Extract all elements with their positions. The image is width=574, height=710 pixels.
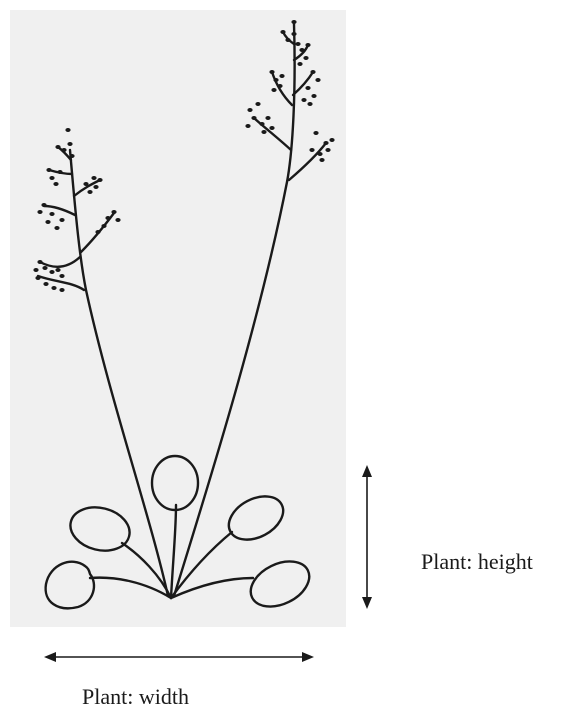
plant-width-label: Plant: width [82,684,189,710]
height-arrow [362,465,372,609]
width-arrow [44,652,314,662]
paper-background [10,10,346,627]
plant-height-label: Plant: height [421,549,533,575]
